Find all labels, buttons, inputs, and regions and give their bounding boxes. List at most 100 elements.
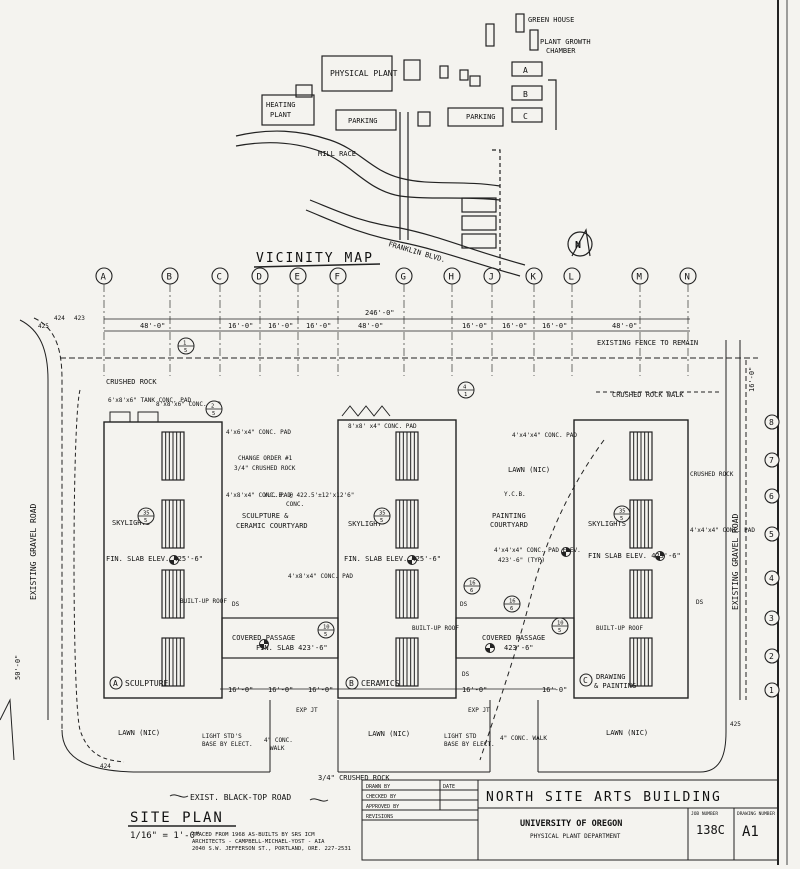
vicinity-parking-stall-2 [461,215,497,231]
change-order-note: CHANGE ORDER #1 [238,455,293,462]
conc-pad-a [137,411,159,423]
skylight-4 [161,637,185,687]
row-label-4: 4 [769,574,774,583]
elev-425-b: 425 [730,721,741,728]
lawn-nic-top-note: LAWN (NIC) [508,466,550,474]
skylight-1 [161,431,185,481]
skylight-5 [395,431,419,481]
north-arrow-letter: N [575,240,581,251]
grid-label-A: A [101,273,107,283]
building-b-letter: B [349,679,354,688]
row-label-3: 3 [769,614,774,623]
ds-note-1: DS [232,601,240,608]
fin-slab-a-note: FIN. SLAB ELEV. 425'-6" [106,555,203,563]
section-mark-sk_a: 355 [137,507,155,525]
tank-pad [109,411,131,423]
greenhouse-label: GREEN HOUSE [528,16,574,24]
franklin-blvd-label: FRANKLIN BLVD. [387,240,446,264]
building-b-ceramics [337,419,457,699]
crushed-rock-note: CRUSHED ROCK [106,378,157,386]
exp-jt-note-1: EXP JT [296,707,318,714]
grid-label-M: M [637,273,643,283]
section-mark-sk_b: 355 [373,507,391,525]
ds-note-4: DS [696,599,704,606]
parking-lot-2 [447,107,504,127]
traced-note-1: TRACED FROM 1968 AS-BUILTS BY SRS ICM [192,832,315,838]
bldg-b-label: B [523,90,528,99]
covered-passage-2-note: COVERED PASSAGE [482,634,545,642]
section-mark-p4-bottom: 6 [510,606,513,612]
grid-label-F: F [335,273,340,283]
left-edge-fragment [0,698,15,761]
parking-lot-1 [335,109,397,131]
covered-passage-2 [455,617,575,659]
section-mark-p3-top: 16 [469,581,476,587]
conc-pad-note-3: 4'x6'x4" CONC. PAD [226,429,291,436]
crushed-rock-walk-note: CRUSHED ROCK WALK [612,391,684,399]
elev-424: 424 [54,315,65,322]
ycb-note: Y.C.B. @ 422.5'±12'x12'6" [264,492,354,499]
conc-pad-note-2: 8'x8'x6" CONC. PAD [156,401,221,408]
grid-label-H: H [449,273,454,283]
grid-label-N: N [685,273,690,283]
title-block [361,779,779,861]
elevation-benchmark-4 [655,551,665,561]
row-bubble-1 [764,682,780,698]
vicinity-bldg-small-3 [469,75,481,87]
section-mark-s3: 41 [457,381,475,399]
building-b-bubble [345,676,359,690]
bldg-b-vicinity [511,85,543,101]
gravel-road-left-edge [19,319,49,720]
sculpture-label: SCULPTURE [125,679,169,688]
walk-2-edges [489,700,539,772]
grid-label-E: E [295,273,300,283]
elev-423: 423 [74,315,85,322]
elevation-benchmark-1 [169,555,179,565]
dim-6: 16'-0" [462,322,487,330]
job-number-label: JOB NUMBER [691,811,718,817]
light-std-note-2: LIGHT STD [444,733,477,740]
skylight-11 [629,569,653,619]
chamber-label: CHAMBER [546,47,576,55]
crushed-rock-note-2: 3/4" CRUSHED ROCK [234,465,296,472]
dim-3: 16'-0" [268,322,293,330]
heating-plant-building [261,94,315,126]
conc-walk-note-1b: WALK [270,745,285,752]
section-mark-p3-bottom: 6 [470,588,473,594]
concrete-pads [109,405,391,423]
checked-by-label: CHECKED BY [366,794,396,800]
parking-label-2: PARKING [466,113,496,121]
greenhouse-building [515,13,525,33]
conc-walk-note-2: 4" CONC. WALK [500,735,547,742]
row-bubble-2 [764,648,780,664]
traced-note-2: ARCHITECTS - CAMPBELL-MICHAEL-YOST - AIA [192,839,325,845]
skylight-6 [395,499,419,549]
section-mark-s1-bottom: 5 [184,348,187,354]
tank-pad-note: 6'x8'x6" TANK CONC. PAD [108,397,191,404]
dim-9: 48'-0" [612,322,637,330]
covered-passages [221,617,575,659]
dim-1: 48'-0" [140,322,165,330]
fin-slab-b-note: FIN. SLAB ELEV. 425'-6" [344,555,441,563]
skylight-9 [629,431,653,481]
grid-label-D: D [257,273,262,283]
lawn-bottom-middle: LAWN (NIC) [368,730,410,738]
conc-walk-note-1: 4" CONC. [264,737,293,744]
conc-pad-r2-note: 4'x4'x4" CONC. PAD [690,527,755,534]
site-edges [0,317,747,773]
mill-race-south-bank [235,142,501,201]
top-right-dimension: 16'-0" [748,367,756,392]
section-mark-s1: 15 [177,337,195,355]
section-mark-sk_c: 355 [613,505,631,523]
row-bubble-7 [764,452,780,468]
elevation-benchmark-5 [259,639,269,649]
vicinity-access-road [548,79,557,130]
vicinity-map [235,13,557,277]
vicinity-map-title-underline [253,263,381,268]
section-mark-s2-bottom: 5 [212,411,215,417]
vicinity-bldg-small-2 [459,69,469,81]
grid-label-G: G [401,273,406,283]
plant-growth-label: PLANT GROWTH [540,38,591,46]
